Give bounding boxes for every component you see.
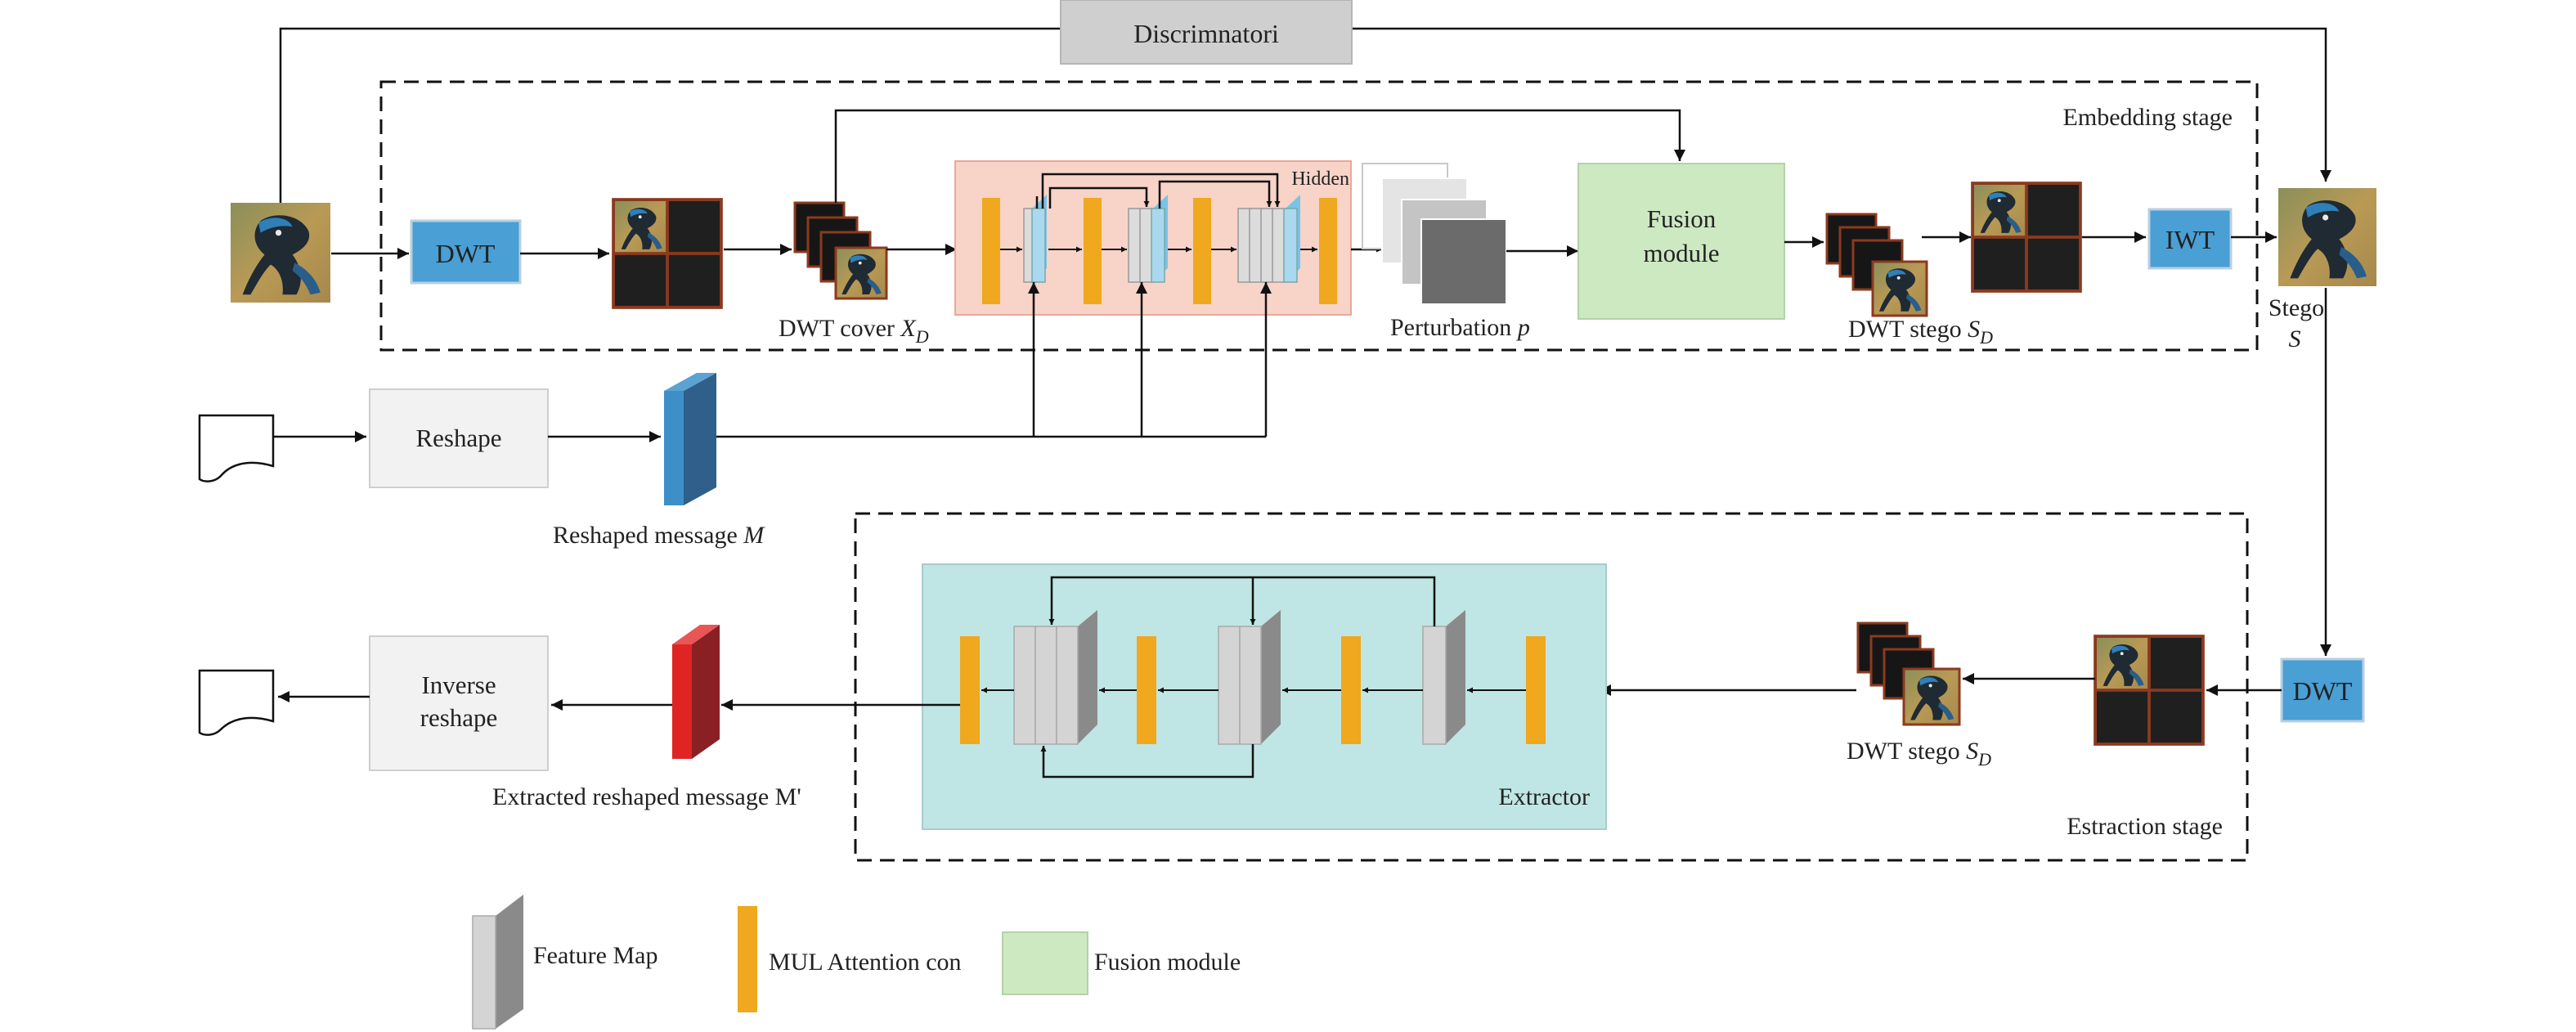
embedding-stage: Embedding stage DWT DWT cover XD: [231, 80, 2277, 352]
perturbation-stack: [1362, 163, 1507, 305]
extracted-message-label: Extracted reshaped message M': [492, 783, 801, 810]
discriminator-label: Discrimnatori: [1133, 19, 1279, 48]
stego-label-1: Stego: [2269, 294, 2324, 321]
extracted-message-block: [672, 625, 720, 759]
fusion-module: [1577, 163, 1785, 320]
dwt-cover-label: DWT cover XD: [779, 315, 929, 347]
extraction-stage: Estraction stage DWT DWT stego SD Extrac…: [721, 512, 2365, 862]
dwt-stego-stack-extract: [1856, 621, 1961, 726]
inverse-reshape-label-1: Inverse: [421, 671, 496, 699]
discriminator: Discrimnatori: [279, 0, 2331, 203]
stego-decomposition-tile-extract: [2094, 635, 2205, 746]
reshaped-message-label: Reshaped message M: [553, 522, 765, 549]
embedding-stage-label: Embedding stage: [2063, 104, 2233, 131]
reshape-box: [369, 388, 549, 488]
stego-decomposition-tile: [1971, 182, 2082, 293]
dwt-label-embed: DWT: [436, 239, 496, 268]
legend-feature-map-label: Feature Map: [533, 942, 657, 969]
feature-block: [1422, 610, 1465, 745]
legend-attention-label: MUL Attention con: [769, 949, 962, 976]
extractor-label: Extractor: [1498, 783, 1590, 810]
reshaped-message-block: [664, 373, 716, 505]
legend: Feature Map MUL Attention con Fusion mod…: [472, 895, 1241, 1030]
attention-bar: [1137, 636, 1156, 744]
attention-bar: [982, 198, 1000, 304]
dwt-stego-label-extract: DWT stego SD: [1847, 738, 1991, 770]
perturbation-label: Perturbation p: [1390, 314, 1530, 341]
reshape-label: Reshape: [415, 424, 501, 452]
feature-block: [1218, 610, 1281, 745]
iwt-box: [2147, 208, 2233, 270]
inverse-reshape-label-2: reshape: [420, 703, 498, 732]
inverse-reshape-box: [369, 635, 549, 771]
feature-block: [1013, 610, 1097, 745]
attention-bar: [1193, 198, 1211, 304]
attention-bar: [960, 636, 980, 744]
legend-attention-swatch: [738, 906, 757, 1012]
hidden-label: Hidden: [1291, 168, 1349, 190]
feature-block: [1237, 195, 1300, 283]
dwt-label-extract: DWT: [2293, 676, 2353, 706]
dwt-stego-stack-embed: [1825, 213, 1928, 317]
attention-bar: [1084, 198, 1102, 304]
hidden-network: Hidden: [954, 160, 1352, 316]
attention-bar: [1319, 198, 1337, 304]
fusion-label-1: Fusion: [1647, 204, 1717, 233]
legend-feature-map-swatch: [472, 895, 523, 1030]
iwt-label: IWT: [2165, 225, 2215, 254]
message-output: [198, 669, 275, 736]
attention-bar: [1341, 636, 1361, 744]
fusion-label-2: module: [1644, 239, 1720, 267]
legend-fusion-label: Fusion module: [1094, 949, 1241, 976]
legend-fusion-swatch: [1002, 931, 1088, 995]
stego-label-2: S: [2289, 325, 2301, 352]
stego-image: [2278, 188, 2376, 286]
dwt-box-embed: [410, 219, 522, 285]
feature-block: [1023, 195, 1047, 283]
cover-image: [231, 203, 330, 303]
message-input: [198, 414, 275, 482]
attention-bar: [1526, 636, 1546, 744]
dwt-stego-label-embed: DWT stego SD: [1848, 316, 1993, 348]
dwt-cover-stack: [793, 201, 888, 300]
extraction-stage-label: Estraction stage: [2067, 813, 2223, 840]
dwt-decomposition-tile: [612, 198, 723, 309]
